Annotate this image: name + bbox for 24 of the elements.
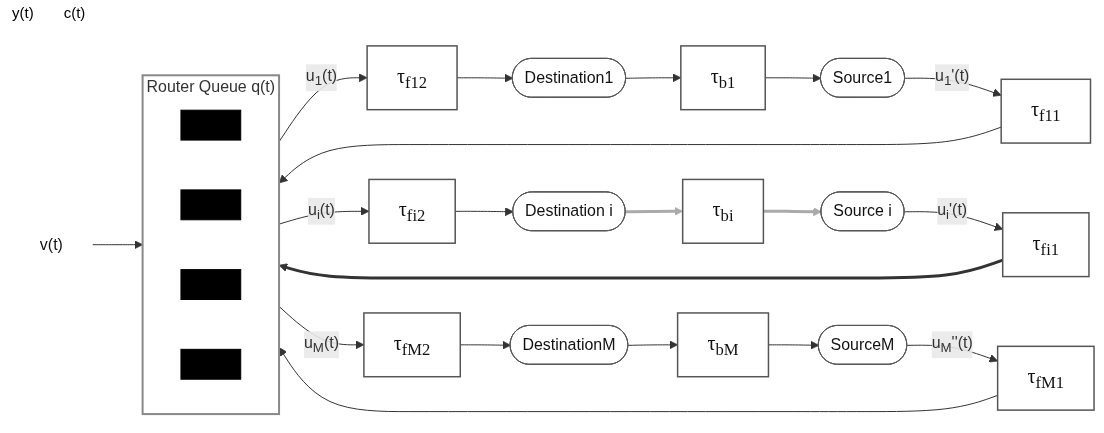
node-text: v(t) xyxy=(39,235,63,253)
node-box: τ$_{f11}$ xyxy=(1000,78,1092,144)
node-box: τ$_{fM2}$ xyxy=(363,312,462,378)
edge-label: u$_{i}$'(t) xyxy=(937,200,968,222)
node-box: τ$_{bi}$ xyxy=(681,178,765,244)
edge-label: u$_{1}$'(t) xyxy=(935,67,970,89)
edge-label: u$_{i}$(t) xyxy=(308,200,335,222)
node-box: τ$_{f12}$ xyxy=(366,45,458,111)
edge-label: u$_{1}$(t) xyxy=(305,67,338,89)
node-box: τ$_{b1}$ xyxy=(680,45,766,111)
node-bar xyxy=(180,189,242,221)
node-box: τ$_{fi2}$ xyxy=(368,178,456,244)
node-bar xyxy=(180,348,242,380)
node-bar xyxy=(180,269,242,300)
node-box: τ$_{bM}$ xyxy=(676,312,770,378)
signal-label: c(t) xyxy=(63,4,86,23)
node-bar xyxy=(180,109,242,141)
arrow xyxy=(763,207,822,217)
cluster: Router Queue q(t) xyxy=(141,74,281,416)
node-box: τ$_{fi1}$ xyxy=(1001,212,1090,278)
node-box: τ$_{fM1}$ xyxy=(996,345,1095,411)
signal-label: y(t) xyxy=(12,4,34,23)
edge-label: u$_{M}$(t) xyxy=(303,334,339,356)
edge-label: u$_{M}$''(t) xyxy=(931,334,973,356)
